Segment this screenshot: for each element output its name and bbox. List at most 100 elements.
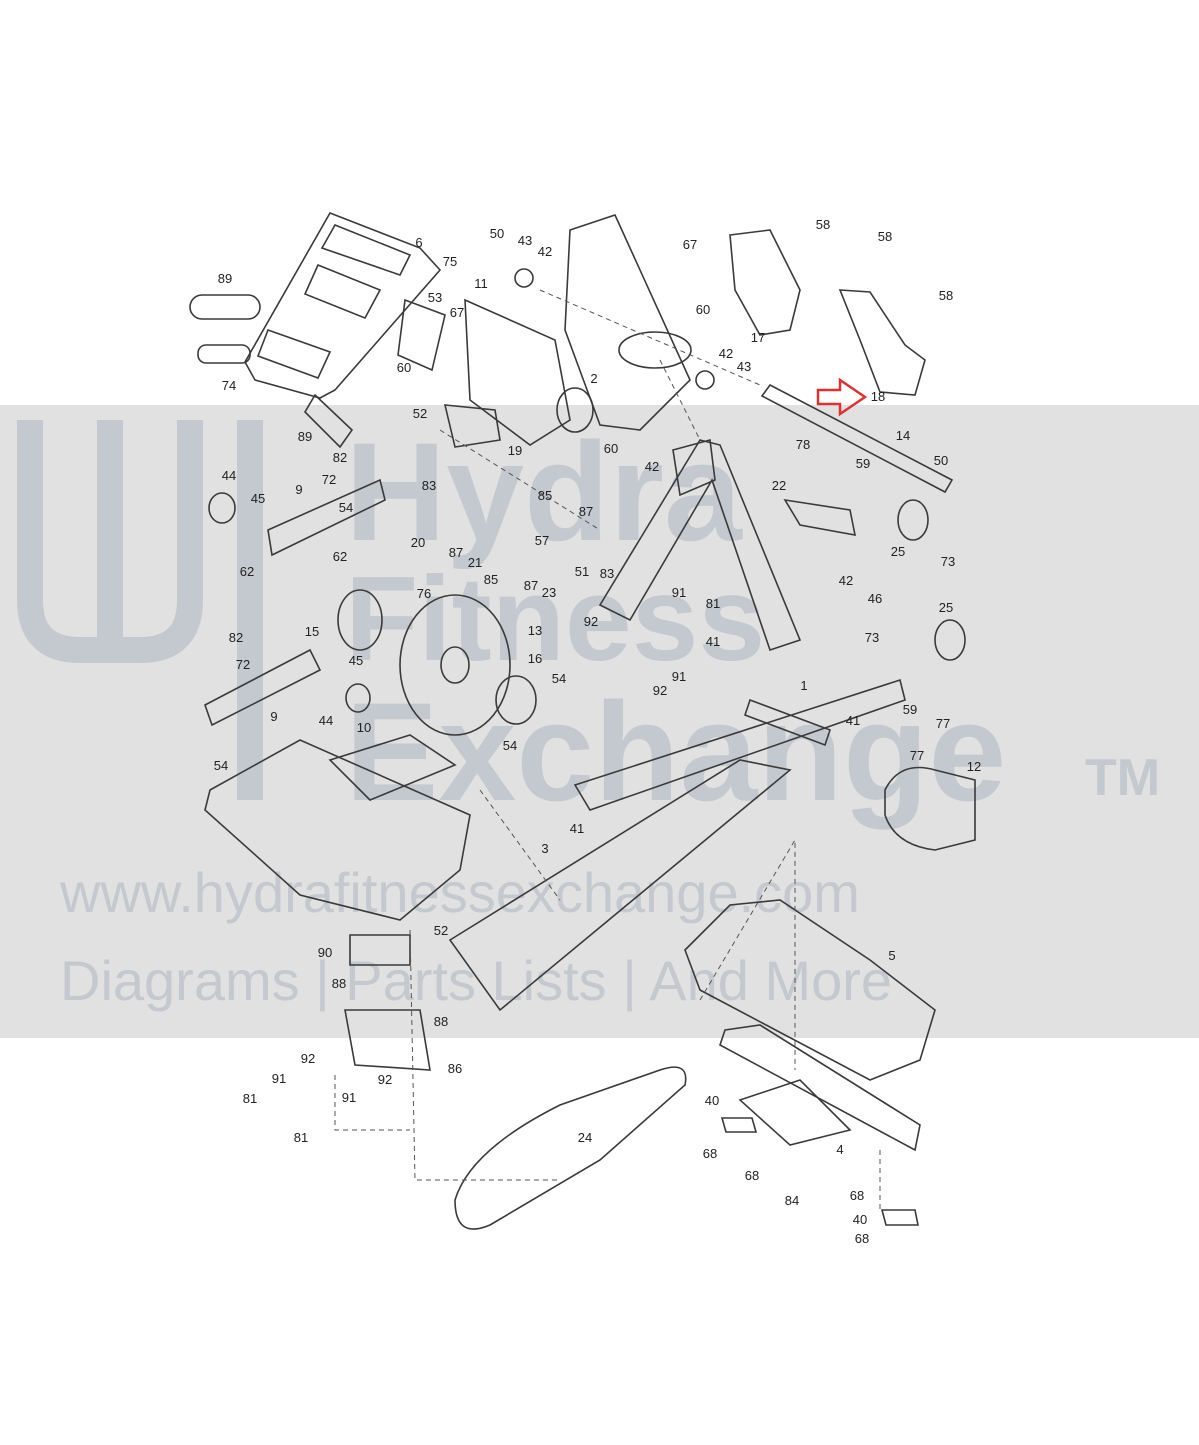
part-label-45: 45 [251, 491, 265, 506]
part-label-11: 11 [474, 276, 488, 291]
part-label-18: 18 [871, 389, 885, 404]
part-label-60: 60 [696, 302, 710, 317]
highlight-arrow-icon [816, 377, 868, 417]
part-label-68: 68 [745, 1168, 759, 1183]
part-label-43: 43 [737, 359, 751, 374]
part-label-83: 83 [600, 566, 614, 581]
part-label-19: 19 [508, 443, 522, 458]
part-label-52: 52 [413, 406, 427, 421]
part-label-88: 88 [332, 976, 346, 991]
part-label-92: 92 [301, 1051, 315, 1066]
part-label-60: 60 [397, 360, 411, 375]
part-label-84: 84 [785, 1193, 799, 1208]
part-label-57: 57 [535, 533, 549, 548]
part-label-82: 82 [333, 450, 347, 465]
watermark-brand-line2: Fitness [345, 552, 765, 686]
part-label-76: 76 [417, 586, 431, 601]
part-label-51: 51 [575, 564, 589, 579]
part-label-85: 85 [484, 572, 498, 587]
front-shroud-assembly [443, 214, 715, 448]
shaft-14 [760, 383, 954, 494]
part-label-40: 40 [853, 1212, 867, 1227]
part-label-88: 88 [434, 1014, 448, 1029]
watermark-brand-line1: Hydra [345, 413, 743, 570]
drive-assembly [204, 478, 976, 851]
part-label-9: 9 [295, 482, 302, 497]
part-label-68: 68 [850, 1188, 864, 1203]
part-label-40: 40 [705, 1093, 719, 1108]
console-assembly [189, 212, 446, 449]
part-label-68: 68 [855, 1231, 869, 1246]
part-label-91: 91 [272, 1071, 286, 1086]
bottle-holder-19 [443, 404, 501, 448]
part-label-74: 74 [222, 378, 236, 393]
part-label-73: 73 [941, 554, 955, 569]
tube-roller [618, 331, 692, 369]
part-label-25: 25 [939, 600, 953, 615]
part-label-20: 20 [411, 535, 425, 550]
rear-cover-5 [684, 899, 936, 1081]
part-label-81: 81 [294, 1130, 308, 1145]
part-label-13: 13 [528, 623, 542, 638]
part-label-22: 22 [772, 478, 786, 493]
part-label-15: 15 [305, 624, 319, 639]
part-label-41: 41 [846, 713, 860, 728]
leveler-40-left [720, 1117, 758, 1133]
plate-fan [672, 438, 716, 497]
part-label-42: 42 [719, 346, 733, 361]
bracket-22 [783, 498, 857, 536]
part-label-87: 87 [524, 578, 538, 593]
part-label-54: 54 [552, 671, 566, 686]
pedal-pad [328, 734, 457, 801]
part-label-25: 25 [891, 544, 905, 559]
part-label-42: 42 [645, 459, 659, 474]
part-label-59: 59 [903, 702, 917, 717]
part-label-41: 41 [706, 634, 720, 649]
handle-mount [197, 344, 251, 364]
leveler-40-right [880, 1209, 919, 1226]
guide-line [409, 929, 560, 1181]
part-label-4: 4 [836, 1142, 843, 1157]
part-label-14: 14 [896, 428, 910, 443]
roller-25-lower [934, 619, 966, 661]
part-label-6: 6 [415, 235, 422, 250]
part-label-91: 91 [672, 585, 686, 600]
part-label-21: 21 [468, 555, 482, 570]
part-label-68: 68 [703, 1146, 717, 1161]
shroud-53 [397, 298, 446, 372]
part-label-42: 42 [538, 244, 552, 259]
part-label-87: 87 [579, 504, 593, 519]
part-label-72: 72 [322, 472, 336, 487]
main-frame-1 [573, 438, 906, 811]
bearing-42a [514, 268, 534, 288]
eddy-brake-12 [884, 766, 976, 851]
part-label-67: 67 [450, 305, 464, 320]
part-label-52: 52 [434, 923, 448, 938]
part-label-78: 78 [796, 437, 810, 452]
part-label-46: 46 [868, 591, 882, 606]
part-label-58: 58 [816, 217, 830, 232]
shroud-11 [464, 298, 571, 446]
disc-16 [495, 675, 537, 725]
part-label-12: 12 [967, 759, 981, 774]
cover-17 [729, 229, 801, 336]
frame-crossbar [743, 698, 832, 747]
part-label-44: 44 [222, 468, 236, 483]
part-label-50: 50 [934, 453, 948, 468]
part-label-75: 75 [443, 254, 457, 269]
part-label-62: 62 [333, 549, 347, 564]
bearing-44-lower [345, 683, 371, 713]
part-label-82: 82 [229, 630, 243, 645]
lower-grip [303, 393, 354, 449]
stabilizer-4 [719, 1024, 921, 1152]
pulley-15 [337, 589, 383, 651]
rear-covers [729, 229, 966, 661]
guide-line [539, 289, 761, 386]
part-label-91: 91 [672, 669, 686, 684]
console-keypad [256, 328, 332, 380]
flywheel-hub [440, 646, 470, 684]
part-label-81: 81 [243, 1091, 257, 1106]
belt-24 [454, 1066, 687, 1230]
part-label-54: 54 [503, 738, 517, 753]
